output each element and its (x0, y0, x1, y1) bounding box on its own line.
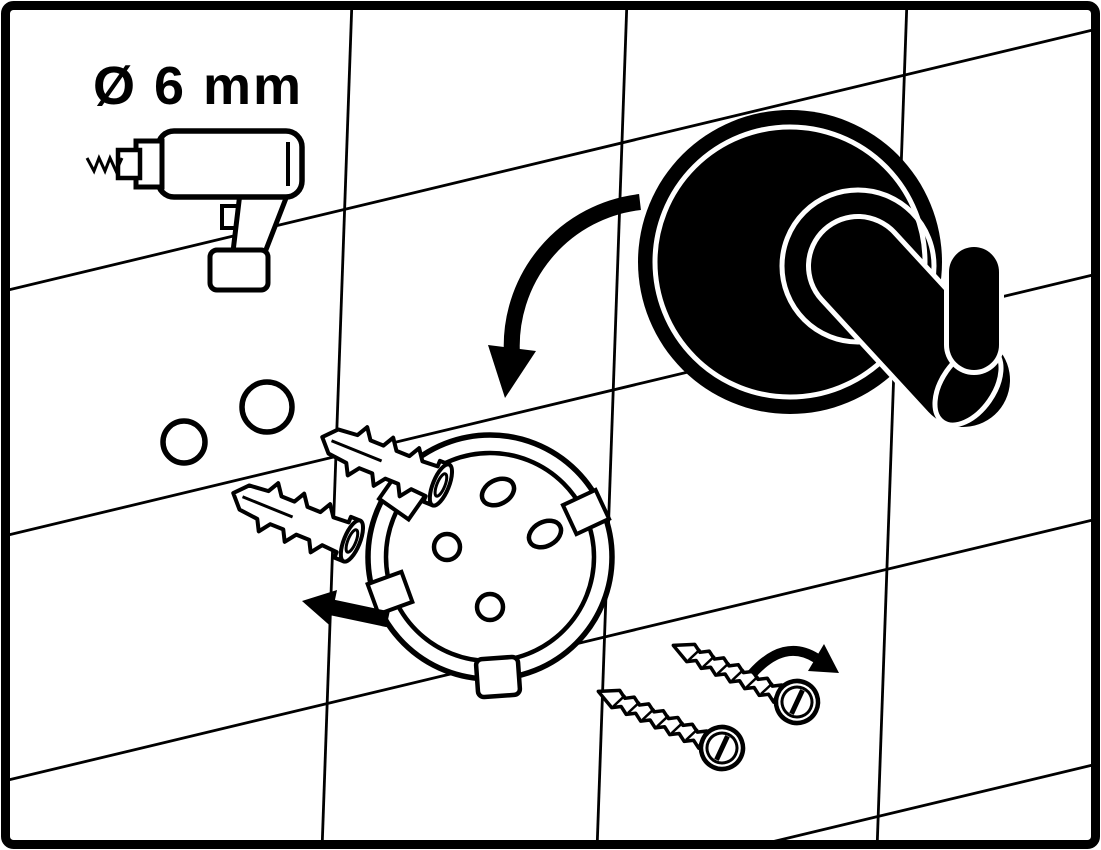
drill-chuck-tip (115, 147, 143, 181)
rotate-to-lock-arrow (488, 194, 641, 398)
tile-grid-line (320, 9, 354, 841)
tile-grid-line (9, 26, 1092, 294)
drill-bit-icon (85, 154, 124, 175)
drill-hole-right (239, 379, 295, 435)
plate-notch (365, 569, 415, 617)
insert-direction-arrow (302, 590, 390, 628)
tile-grid-line (875, 9, 909, 841)
drill-battery-foot (207, 247, 271, 293)
drill-diameter-label: Ø 6 mm (93, 56, 303, 116)
plate-slot-hole (526, 518, 564, 550)
plate-slot-hole (479, 476, 517, 508)
plate-notch (560, 487, 612, 537)
hook-arm (811, 219, 1010, 427)
rotate-arrow-arc (503, 194, 641, 356)
drill-hole-left (160, 418, 208, 466)
screw-rotation-arrow-head (808, 644, 839, 673)
screw-rotation-arc (748, 645, 819, 678)
rotate-arrow-head (488, 345, 536, 398)
tile-grid-line (9, 761, 1092, 841)
plate-tab (473, 654, 523, 700)
drill-icon (85, 128, 305, 293)
plate-screw-hole (474, 591, 506, 623)
drill-body (155, 128, 305, 200)
wall-hook (638, 110, 1015, 432)
plate-screw-hole (431, 531, 463, 563)
screw-rotation-arrow (748, 644, 839, 678)
